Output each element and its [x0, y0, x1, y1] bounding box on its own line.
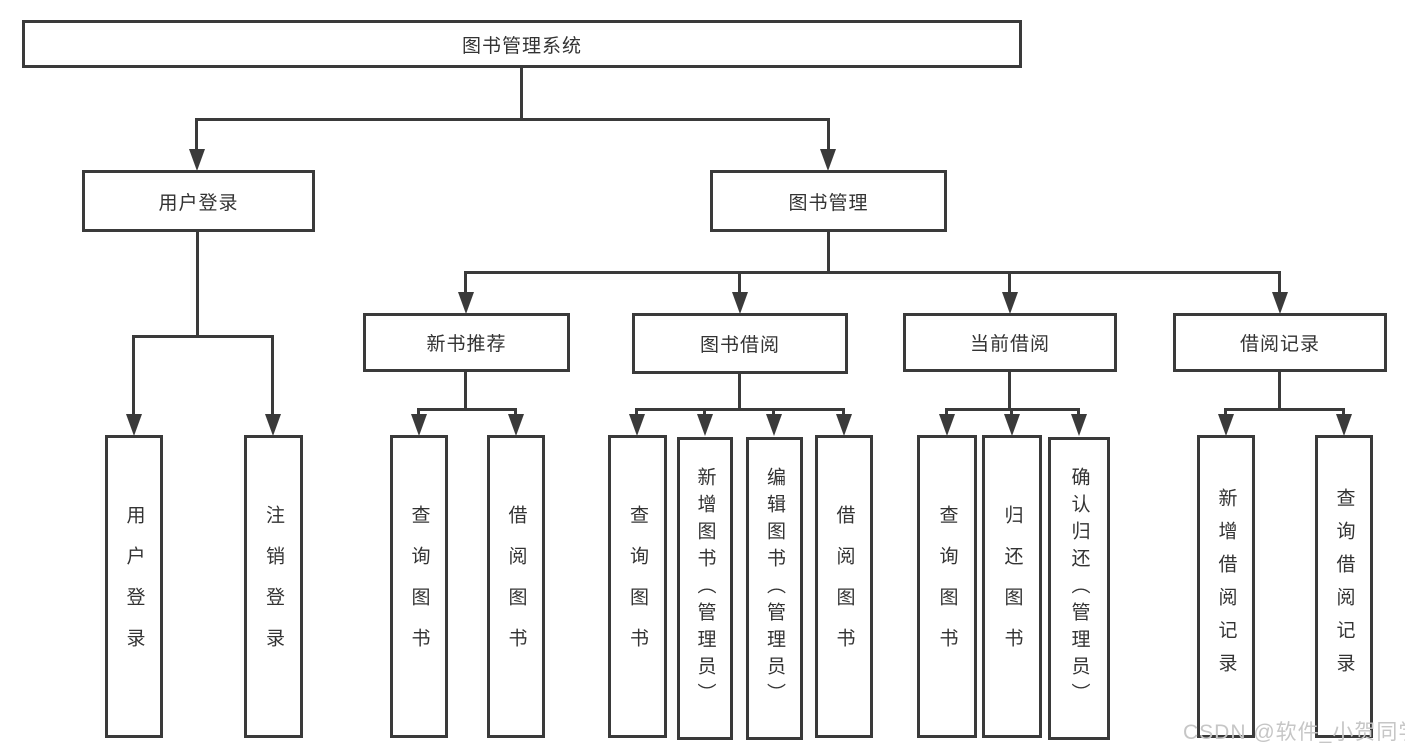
- arrow-down-icon: [697, 414, 713, 436]
- connector-line: [1278, 372, 1281, 408]
- connector-line: [196, 232, 199, 335]
- arrow-down-icon: [508, 414, 524, 436]
- leaf-user-login: 用户登录: [105, 435, 163, 738]
- leaf-nb-borrow-books-label: 借阅图书: [505, 504, 527, 669]
- arrow-down-icon: [1218, 414, 1234, 436]
- leaf-nb-query-books: 查询图书: [390, 435, 448, 738]
- connector-line: [945, 408, 948, 418]
- arrow-down-icon: [1272, 292, 1288, 314]
- connector-line: [1077, 408, 1080, 418]
- node-library-system-label: 图书管理系统: [461, 35, 582, 57]
- node-user-login: 用户登录: [82, 170, 315, 232]
- connector-line: [271, 335, 274, 417]
- leaf-cb-confirm-return-admin: 确认归还（管理员）: [1048, 437, 1110, 740]
- leaf-bb-borrow-books-label: 借阅图书: [833, 504, 855, 669]
- connector-line: [520, 68, 523, 118]
- connector-line: [132, 335, 135, 417]
- leaf-bb-add-books-admin-label: 新增图书（管理员）: [694, 467, 716, 710]
- node-current-borrowing: 当前借阅: [903, 313, 1117, 372]
- leaf-br-query-record-label: 查询借阅记录: [1333, 487, 1355, 686]
- leaf-cb-confirm-return-admin-label: 确认归还（管理员）: [1068, 467, 1090, 710]
- arrow-down-icon: [836, 414, 852, 436]
- arrow-down-icon: [939, 414, 955, 436]
- leaf-nb-query-books-label: 查询图书: [408, 504, 430, 669]
- leaf-user-login-label: 用户登录: [123, 504, 145, 669]
- arrow-down-icon: [1071, 414, 1087, 436]
- connector-line: [772, 408, 775, 418]
- watermark: CSDN @软件_小贺同学: [1183, 721, 1405, 744]
- connector-line: [417, 408, 420, 418]
- arrow-down-icon: [411, 414, 427, 436]
- node-new-book-recommend-label: 新书推荐: [426, 334, 507, 355]
- arrow-down-icon: [1002, 292, 1018, 314]
- node-book-management: 图书管理: [710, 170, 947, 232]
- leaf-cb-query-books-label: 查询图书: [936, 504, 958, 669]
- connector-line: [514, 408, 517, 418]
- arrow-down-icon: [458, 292, 474, 314]
- arrow-down-icon: [732, 292, 748, 314]
- connector-line: [464, 271, 1281, 274]
- leaf-cb-return-books-label: 归还图书: [1001, 504, 1023, 669]
- arrow-down-icon: [766, 414, 782, 436]
- leaf-bb-query-books-label: 查询图书: [627, 504, 648, 669]
- connector-line: [635, 408, 844, 411]
- arrow-down-icon: [820, 149, 836, 171]
- arrow-down-icon: [1004, 414, 1020, 436]
- node-book-borrowing: 图书借阅: [632, 313, 848, 374]
- leaf-br-add-record-label: 新增借阅记录: [1215, 487, 1237, 686]
- node-current-borrowing-label: 当前借阅: [969, 334, 1050, 355]
- connector-line: [417, 408, 517, 411]
- node-borrowing-records-label: 借阅记录: [1239, 334, 1320, 355]
- connector-line: [1010, 408, 1013, 418]
- arrow-down-icon: [265, 414, 281, 436]
- leaf-bb-borrow-books: 借阅图书: [815, 435, 873, 738]
- leaf-bb-add-books-admin: 新增图书（管理员）: [677, 437, 733, 740]
- connector-line: [1224, 408, 1227, 418]
- connector-line: [1278, 271, 1281, 296]
- leaf-bb-edit-books-admin-label: 编辑图书（管理员）: [764, 467, 785, 710]
- leaf-cb-query-books: 查询图书: [917, 435, 977, 738]
- node-book-management-label: 图书管理: [788, 192, 869, 214]
- connector-line: [464, 271, 467, 296]
- connector-line: [1008, 372, 1011, 408]
- leaf-br-add-record: 新增借阅记录: [1197, 435, 1255, 738]
- node-new-book-recommend: 新书推荐: [363, 313, 570, 372]
- connector-line: [1224, 408, 1344, 411]
- connector-line: [195, 118, 198, 152]
- connector-line: [738, 374, 741, 408]
- leaf-logout-label: 注销登录: [263, 504, 284, 669]
- connector-line: [827, 232, 830, 271]
- leaf-nb-borrow-books: 借阅图书: [487, 435, 545, 738]
- arrow-down-icon: [629, 414, 645, 436]
- arrow-down-icon: [189, 149, 205, 171]
- node-borrowing-records: 借阅记录: [1173, 313, 1387, 372]
- node-book-borrowing-label: 图书借阅: [699, 335, 780, 356]
- connector-line: [635, 408, 638, 418]
- connector-line: [827, 118, 830, 152]
- leaf-br-query-record: 查询借阅记录: [1315, 435, 1373, 738]
- connector-line: [738, 271, 741, 296]
- arrow-down-icon: [126, 414, 142, 436]
- connector-line: [703, 408, 706, 418]
- leaf-cb-return-books: 归还图书: [982, 435, 1042, 738]
- leaf-bb-query-books: 查询图书: [608, 435, 667, 738]
- connector-line: [196, 118, 830, 121]
- connector-line: [1342, 408, 1345, 418]
- leaf-bb-edit-books-admin: 编辑图书（管理员）: [746, 437, 803, 740]
- node-library-system: 图书管理系统: [22, 20, 1022, 68]
- connector-line: [842, 408, 845, 418]
- connector-line: [1008, 271, 1011, 296]
- connector-line: [464, 372, 467, 408]
- connector-line: [133, 335, 274, 338]
- arrow-down-icon: [1336, 414, 1352, 436]
- leaf-logout: 注销登录: [244, 435, 303, 738]
- node-user-login-label: 用户登录: [158, 192, 239, 214]
